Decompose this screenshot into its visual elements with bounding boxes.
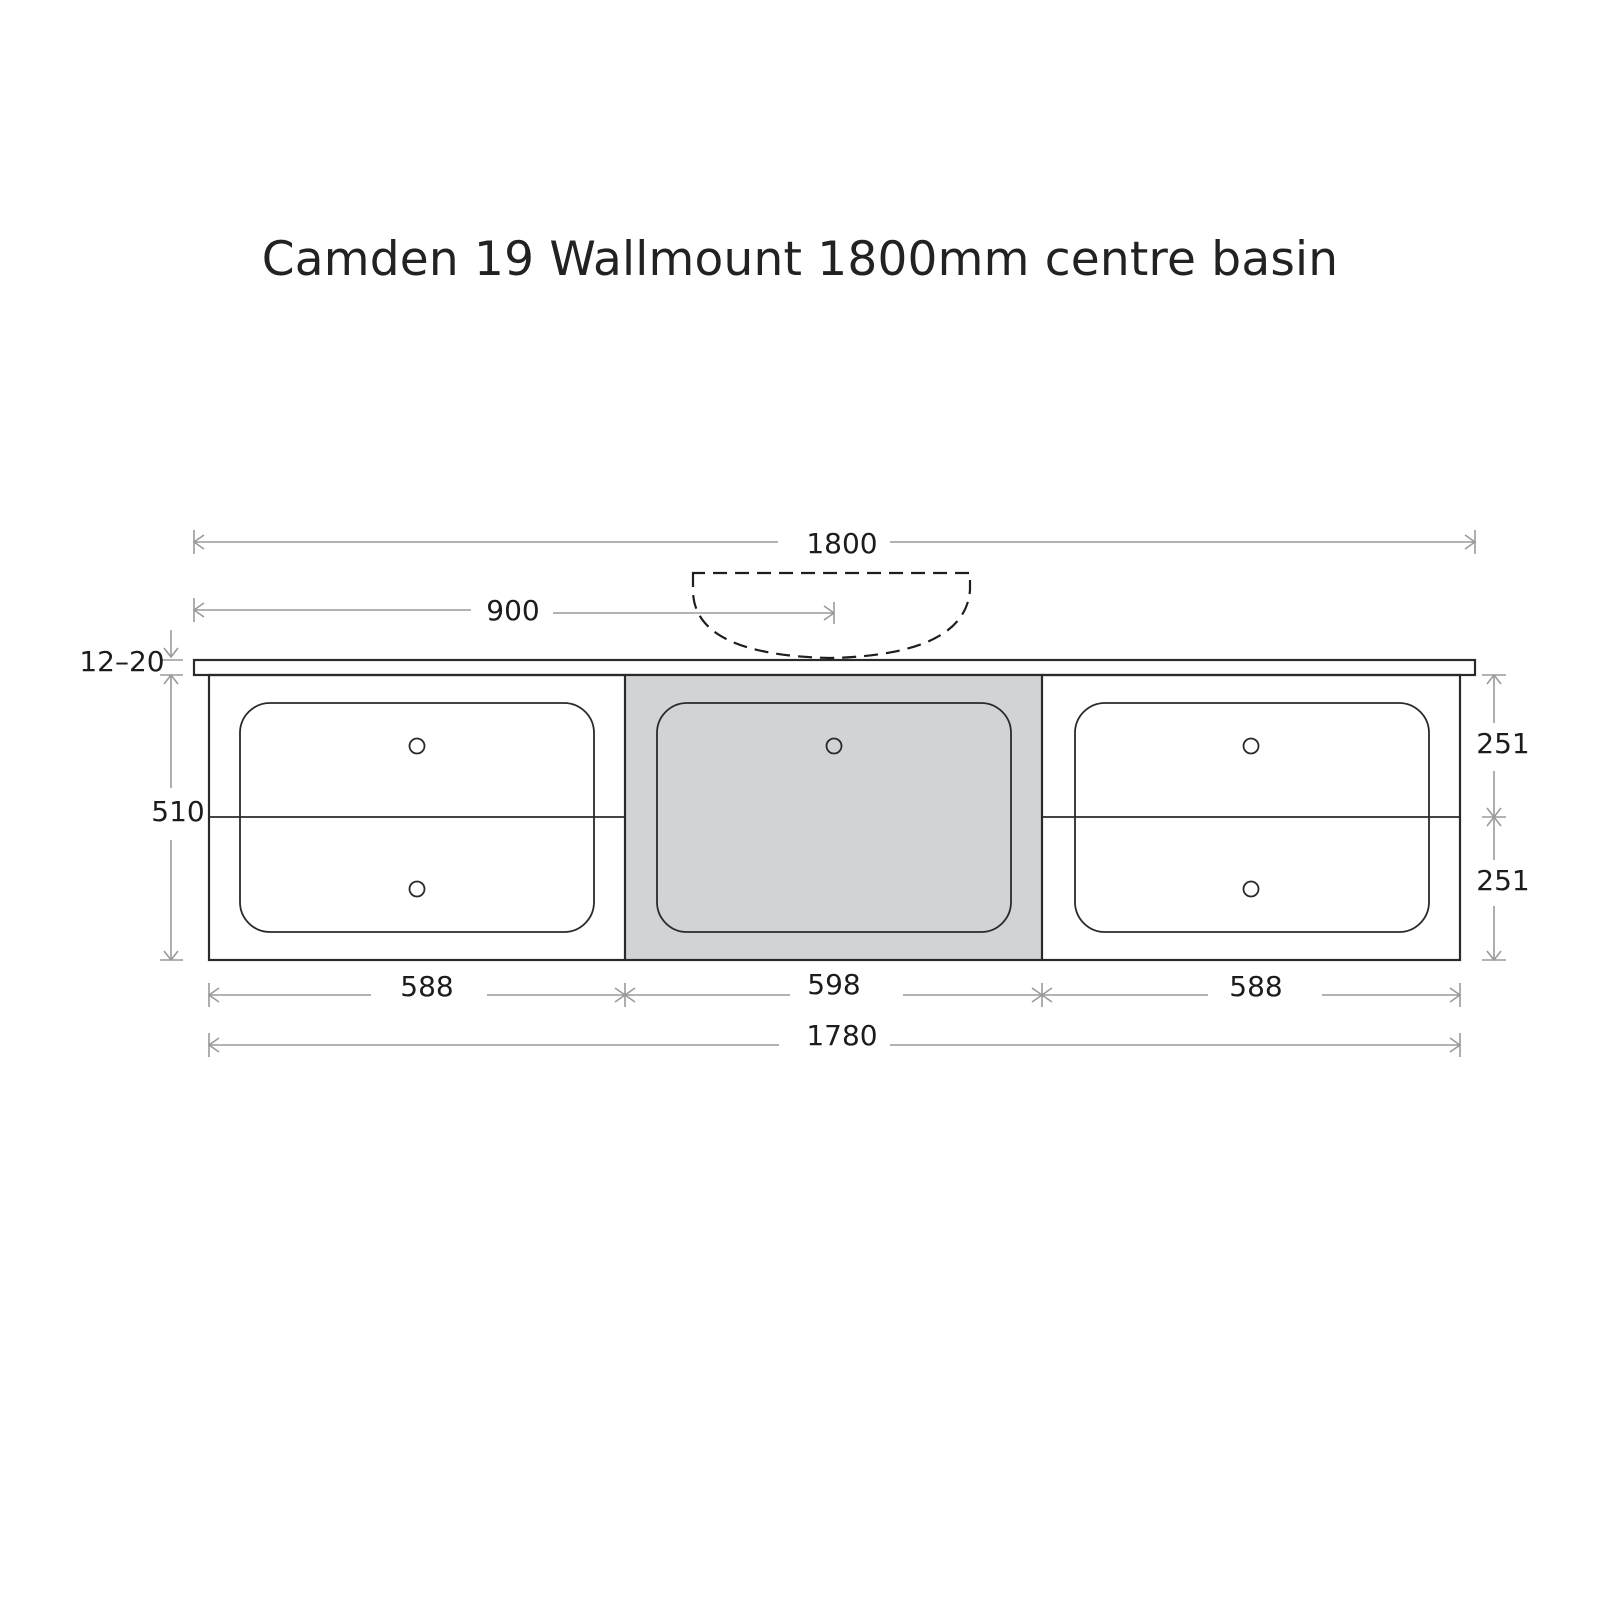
left-drawer-front [239, 702, 595, 933]
dim-label-510: 510 [151, 795, 204, 828]
dim-label-251-upper: 251 [1476, 727, 1529, 760]
dim-basin-centre [192, 598, 836, 624]
dim-cabinet-width [207, 1033, 1462, 1057]
knob-icon [408, 880, 426, 898]
dim-cabinet-height [160, 673, 183, 962]
benchtop [192, 658, 1477, 677]
dim-label-centre-section: 598 [807, 968, 860, 1001]
centre-door-front [656, 702, 1012, 933]
dim-label-top-thickness: 12–20 [79, 645, 164, 678]
knob-icon [1242, 880, 1260, 898]
dim-section-widths [207, 983, 1462, 1007]
knob-icon [1242, 737, 1260, 755]
dim-label-right-section: 588 [1229, 970, 1282, 1003]
diagram-title: Camden 19 Wallmount 1800mm centre basin [261, 232, 1339, 287]
dim-label-1780: 1780 [806, 1019, 877, 1052]
dim-label-left-section: 588 [400, 970, 453, 1003]
dim-drawer-heights [1482, 673, 1506, 962]
right-drawer-front [1074, 702, 1430, 933]
centre-panel [625, 675, 1042, 960]
basin-outline [691, 571, 972, 660]
dim-label-251-lower: 251 [1476, 864, 1529, 897]
dim-label-900: 900 [486, 594, 539, 627]
knob-icon [408, 737, 426, 755]
dim-label-1800: 1800 [806, 527, 877, 560]
knob-icon [825, 737, 843, 755]
dim-overall-top [192, 530, 1477, 554]
